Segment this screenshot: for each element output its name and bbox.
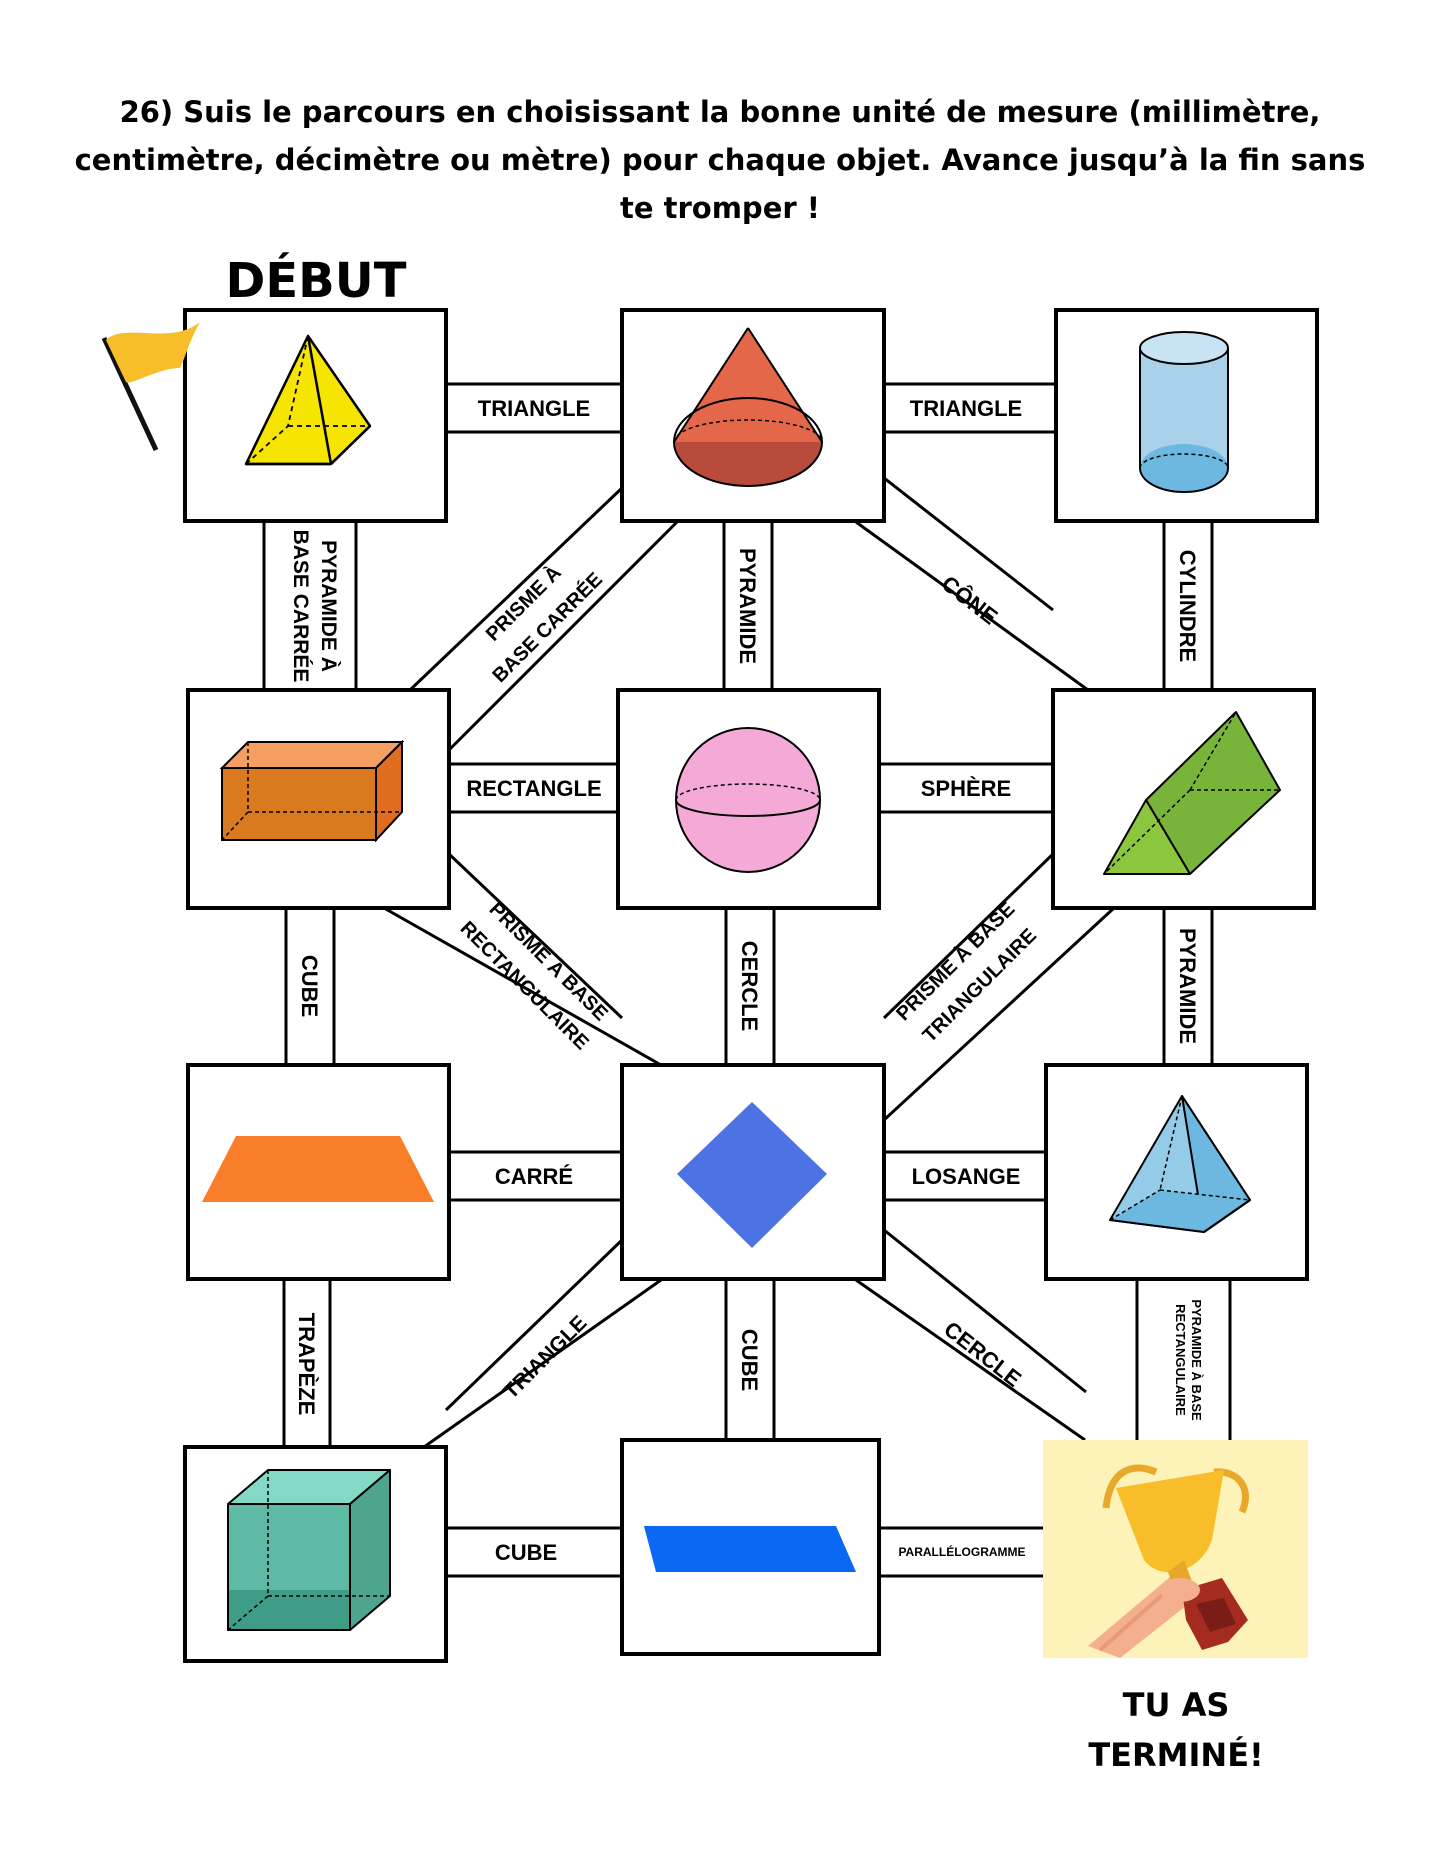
path-label-row4-right: PARALLÉLOGRAMME [898, 1544, 1025, 1559]
square-pyramid-icon [244, 334, 372, 466]
path-label-row2-left: RECTANGLE [466, 776, 601, 801]
end-label-line1: TU AS [1123, 1686, 1230, 1724]
trophy-icon [1088, 1464, 1249, 1658]
cone-icon [673, 327, 823, 487]
path-label-diag-bot-right: CERCLE [939, 1316, 1026, 1391]
path-label-col2-mid: CERCLE [737, 941, 762, 1031]
path-label-row3-left: CARRÉ [495, 1164, 573, 1189]
instructions: 26) Suis le parcours en choisissant la b… [74, 95, 1366, 225]
sphere-icon [675, 727, 821, 873]
path-label-col1-top-a: PYRAMIDE À [317, 540, 340, 672]
cylinder-icon [1139, 331, 1229, 493]
path-label-col1-mid: CUBE [297, 955, 322, 1017]
path-label-col3-bot-b: RECTANGULAIRE [1173, 1304, 1188, 1416]
path-label-col3-top: CYLINDRE [1175, 550, 1200, 662]
cube-icon [227, 1469, 391, 1631]
path-label-diag-bot-left: TRIANGLE [499, 1311, 591, 1403]
end-label-line2: TERMINÉ! [1088, 1736, 1263, 1774]
rectangular-prism-icon [219, 739, 405, 843]
parallelogram-icon [644, 1526, 856, 1572]
path-label-col2-bot: CUBE [737, 1329, 762, 1391]
path-label-col2-top: PYRAMIDE [735, 548, 760, 664]
rhombus-icon [677, 1102, 827, 1248]
triangular-prism-icon [1103, 711, 1281, 875]
path-label-row3-right: LOSANGE [912, 1164, 1021, 1189]
path-label-top-left: TRIANGLE [478, 396, 590, 421]
start-label: DÉBUT [226, 252, 407, 309]
path-label-col1-bot: TRAPÈZE [294, 1313, 319, 1416]
path-label-col1-top-b: BASE CARRÉE [289, 530, 312, 683]
path-label-row4-left: CUBE [495, 1540, 557, 1565]
path-label-col3-bot-a: PYRAMIDE À BASE [1189, 1299, 1204, 1421]
path-label-col3-mid: PYRAMIDE [1175, 928, 1200, 1044]
flag-icon [101, 322, 200, 452]
path-label-diag-top-right: CÔNE [937, 571, 1002, 630]
trapezoid-icon [202, 1136, 434, 1202]
path-label-top-right: TRIANGLE [910, 396, 1022, 421]
rectangular-pyramid-icon [1109, 1095, 1251, 1233]
path-label-row2-right: SPHÈRE [921, 776, 1011, 801]
